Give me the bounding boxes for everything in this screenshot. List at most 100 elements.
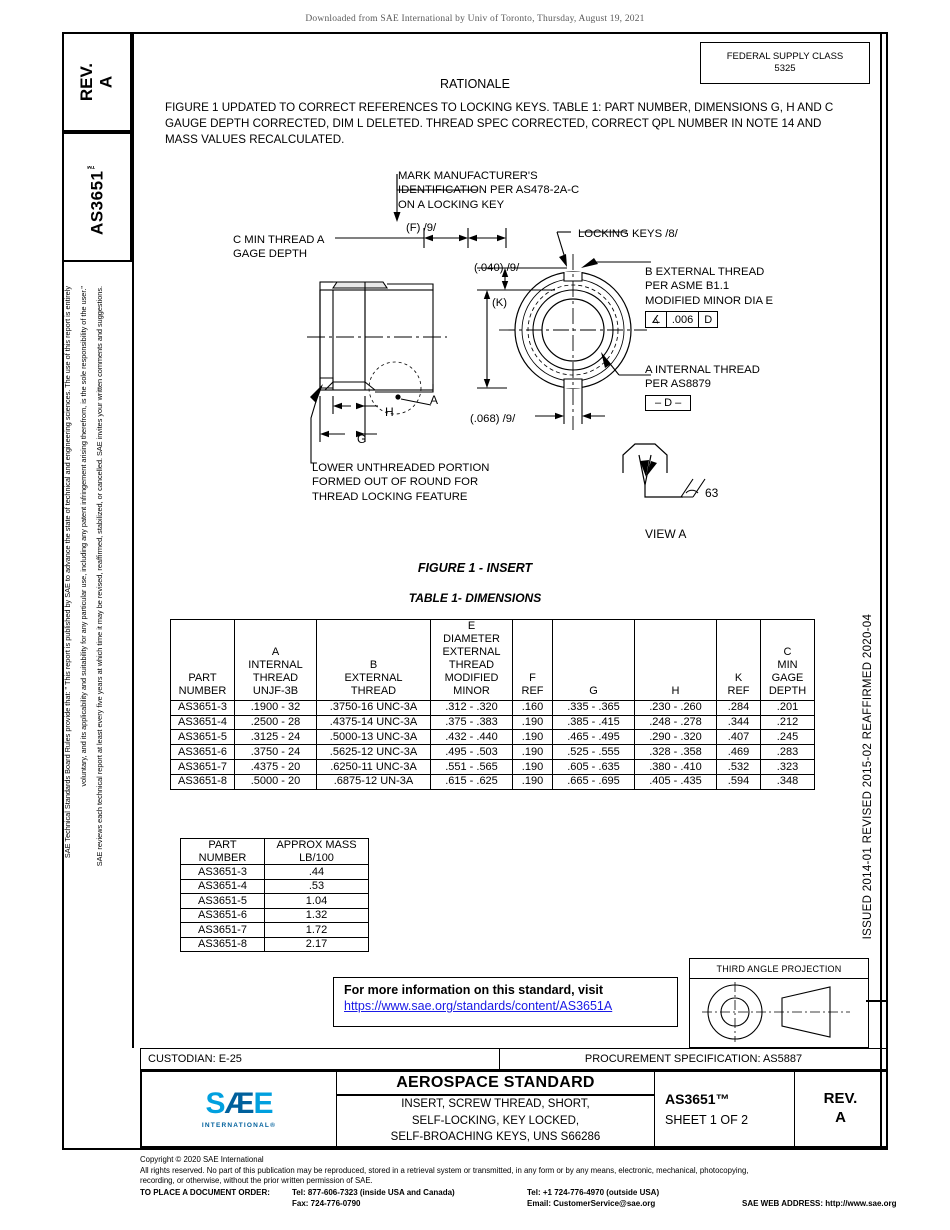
fcf-tolerance: .006: [667, 312, 700, 328]
dimensions-table-cell: .4375 - 20: [234, 759, 317, 775]
dimension-label-a: A: [430, 393, 439, 407]
dimensions-table-cell: .465 - .495: [552, 729, 635, 746]
date-revised: REVISED 2015-02: [862, 743, 874, 844]
dimensions-table-cell: AS3651-8: [170, 773, 235, 790]
dimension-label-040: (.040) /9/: [474, 262, 520, 274]
dimensions-table-body: AS3651-3.1900 - 32.3750-16 UNC-3A.312 - …: [170, 699, 815, 790]
description-line-2: SELF-LOCKING, KEY LOCKED,: [411, 1114, 580, 1127]
footer-spacer: [140, 1199, 292, 1210]
dimensions-table-cell: AS3651-7: [170, 759, 235, 775]
mass-table-cell: 1.32: [264, 907, 369, 924]
mass-table-cell: AS3651-5: [180, 893, 265, 909]
standard-url-link[interactable]: https://www.sae.org/standards/content/AS…: [344, 999, 613, 1013]
dimensions-table-cell: .284: [716, 699, 761, 716]
mass-table-cell: 1.72: [264, 922, 369, 938]
footer-email: Email: CustomerService@sae.org: [527, 1199, 656, 1209]
download-banner: Downloaded from SAE International by Uni…: [305, 14, 645, 24]
dimensions-table-cell: .5000-13 UNC-3A: [316, 729, 431, 746]
dimensions-table-cell: .290 - .320: [634, 729, 717, 746]
dimensions-table-cell: .615 - .625: [430, 773, 513, 790]
dimensions-table-cell: .160: [512, 699, 553, 716]
date-issued: ISSUED 2014-01: [862, 846, 874, 940]
dimensions-table-cell: .190: [512, 744, 553, 760]
table-row: AS3651-4.53: [180, 878, 369, 895]
title-block-revision: REV. A: [794, 1072, 886, 1146]
dimension-label-f: (F) /9/: [406, 222, 437, 234]
right-spine-separator: [866, 1000, 888, 1002]
footer-copyright: Copyright © 2020 SAE International: [140, 1155, 264, 1164]
mass-table-cell: 2.17: [264, 936, 369, 953]
dimensions-table-cell: .665 - .695: [552, 773, 635, 790]
federal-supply-class-box: FEDERAL SUPPLY CLASS 5325: [700, 42, 870, 84]
dimensions-table-cell: .380 - .410: [634, 759, 717, 775]
callout-mark-manufacturer: MARK MANUFACTURER'S IDENTIFICATION PER A…: [398, 170, 580, 211]
dimensions-table-cell: .312 - .320: [430, 699, 513, 716]
frame-left-divider: [132, 34, 134, 1048]
table-row: AS3651-4.2500 - 28.4375-14 UNC-3A.375 - …: [170, 714, 815, 731]
title-block-rev-label: REV.: [823, 1090, 858, 1108]
dimensions-table-cell: .190: [512, 714, 553, 731]
dimensions-table-cell: .432 - .440: [430, 729, 513, 746]
dimensions-table-cell: .407: [716, 729, 761, 746]
spine-revision-box: REV.A: [62, 32, 132, 132]
footer-order-row-2: Fax: 724-776-0790 Email: CustomerService…: [140, 1199, 940, 1210]
title-block-document: AS3651™ SHEET 1 OF 2: [654, 1072, 794, 1146]
title-block-sheet: SHEET 1 OF 2: [665, 1113, 749, 1127]
title-block-doc-number: AS3651™: [665, 1091, 730, 1107]
right-spine-dates: ISSUED 2014-01 REVISED 2015-02 REAFFIRME…: [862, 614, 874, 939]
dimensions-table-cell: .344: [716, 714, 761, 731]
perpendicularity-icon: ∡: [646, 312, 667, 328]
dimensions-table-cell: .3125 - 24: [234, 729, 317, 746]
dimensions-table-cell: AS3651-4: [170, 714, 235, 731]
dimensions-table-cell: .190: [512, 729, 553, 746]
dimensions-table-cell: .5625-12 UNC-3A: [316, 744, 431, 760]
callout-lower-unthreaded: LOWER UNTHREADED PORTION FORMED OUT OF R…: [312, 462, 490, 503]
dimensions-table-header-cell: G: [552, 619, 635, 701]
dimensions-table-cell: .1900 - 32: [234, 699, 317, 716]
document-frame: [62, 32, 888, 1150]
title-block-middle: AEROSPACE STANDARD INSERT, SCREW THREAD,…: [337, 1072, 654, 1146]
third-angle-projection-box: THIRD ANGLE PROJECTION: [689, 958, 869, 1048]
third-angle-projection-title: THIRD ANGLE PROJECTION: [690, 959, 868, 979]
more-information-box: For more information on this standard, v…: [333, 977, 678, 1027]
dimensions-table-cell: .201: [760, 699, 815, 716]
dimensions-table-cell: .190: [512, 773, 553, 790]
table-row: AS3651-6.3750 - 24.5625-12 UNC-3A.495 - …: [170, 744, 815, 760]
fsc-value: 5325: [774, 63, 796, 74]
spine-doc-number: AS3651: [87, 170, 107, 235]
footer-order-label: TO PLACE A DOCUMENT ORDER:: [140, 1187, 270, 1197]
standard-description: INSERT, SCREW THREAD, SHORT, SELF-LOCKIN…: [337, 1096, 654, 1146]
title-block-rev-value: A: [835, 1109, 846, 1126]
feature-control-frame: ∡ .006 D: [645, 311, 719, 329]
dimensions-table-cell: AS3651-3: [170, 699, 235, 716]
dimensions-table-cell: .248 - .278: [634, 714, 717, 731]
dimensions-table-cell: .323: [760, 759, 815, 775]
procurement-specification-field: PROCUREMENT SPECIFICATION: AS5887: [500, 1048, 888, 1070]
third-angle-projection-symbol: [702, 982, 850, 1042]
info-box-heading: For more information on this standard, v…: [344, 983, 604, 997]
trademark-symbol: ™: [86, 159, 97, 171]
dimensions-table-cell: .605 - .635: [552, 759, 635, 775]
dimensions-table-cell: .375 - .383: [430, 714, 513, 731]
dimension-label-k: (K): [492, 297, 508, 309]
sae-logo-subtitle: INTERNATIONAL®: [201, 1122, 277, 1129]
table-caption: TABLE 1- DIMENSIONS: [408, 591, 542, 605]
title-block: SÆE INTERNATIONAL® AEROSPACE STANDARD IN…: [140, 1070, 888, 1148]
datum-feature-d: – D –: [645, 394, 692, 411]
callout-locking-keys: LOCKING KEYS /8/: [578, 228, 678, 240]
dimensions-table-cell: .495 - .503: [430, 744, 513, 760]
footer-order-row-1: TO PLACE A DOCUMENT ORDER: Tel: 877-606-…: [140, 1188, 940, 1199]
table-row: AS3651-8.5000 - 20.6875-12 UN-3A.615 - .…: [170, 773, 815, 790]
dimensions-table-cell: .283: [760, 744, 815, 760]
dimensions-table-cell: .532: [716, 759, 761, 775]
